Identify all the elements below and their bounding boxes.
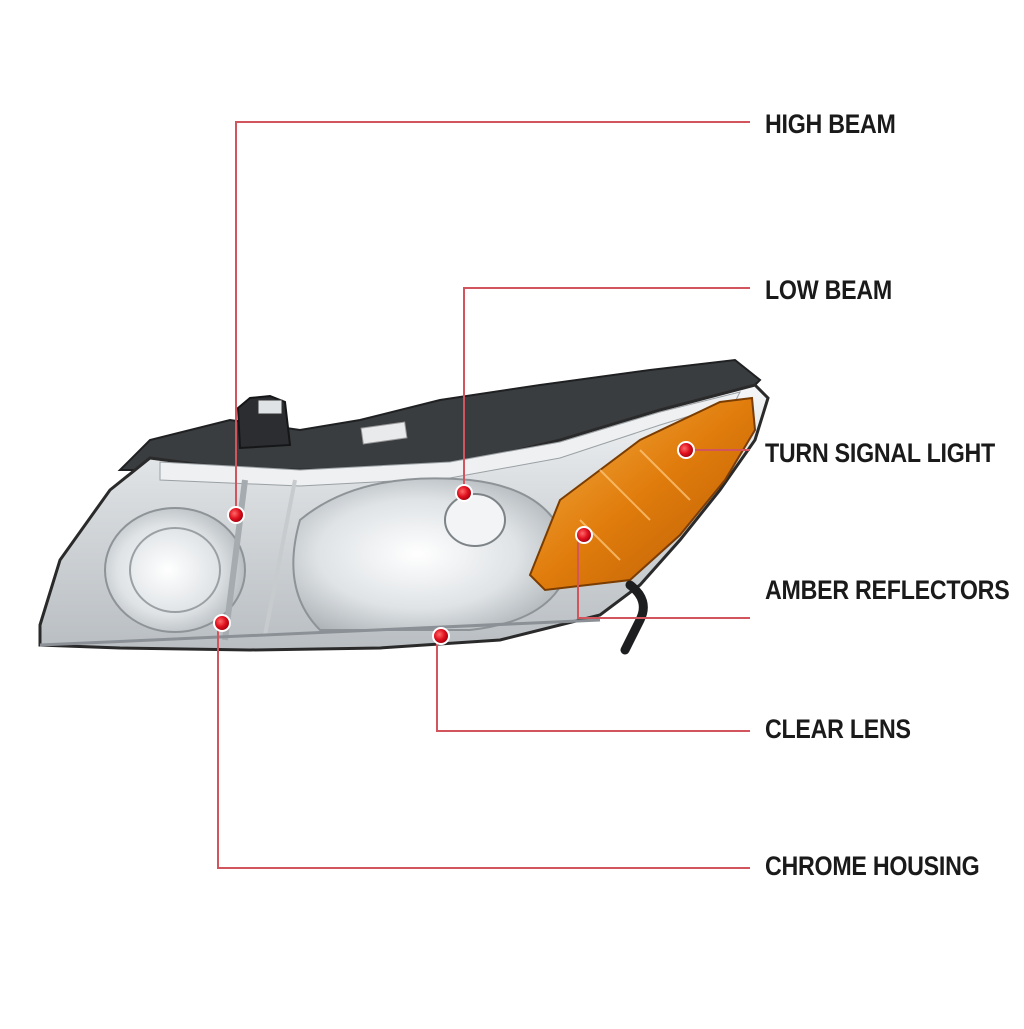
leader-line-clear-lens (436, 636, 750, 732)
high-beam-ring (129, 527, 221, 613)
marker-dot-high-beam (227, 506, 245, 524)
label-high-beam: HIGH BEAM (765, 109, 896, 139)
leader-lines (217, 121, 750, 869)
label-turn-signal-light: TURN SIGNAL LIGHT (765, 438, 995, 468)
low-beam-bulb (444, 493, 506, 547)
leader-line-chrome-housing (217, 623, 750, 869)
bottom-trim (39, 618, 601, 647)
chrome-divider (263, 479, 297, 636)
housing-sticker (360, 421, 408, 445)
leader-line-low-beam (463, 287, 750, 493)
marker-dot-low-beam (455, 484, 473, 502)
leader-line-high-beam (235, 121, 750, 515)
connector-tab (257, 399, 283, 415)
low-beam-reflector (292, 477, 572, 631)
headlight-image (38, 358, 770, 655)
marker-dot-chrome-housing (213, 614, 231, 632)
marker-dot-turn-signal (677, 441, 695, 459)
label-chrome-housing: CHROME HOUSING (765, 851, 980, 881)
chrome-divider (222, 479, 248, 641)
markers (213, 441, 695, 645)
marker-dot-clear-lens (432, 627, 450, 645)
label-clear-lens: CLEAR LENS (765, 714, 911, 744)
marker-dot-amber-reflectors (575, 526, 593, 544)
wire-harness (620, 580, 648, 655)
high-beam-bowl (104, 507, 246, 633)
label-low-beam: LOW BEAM (765, 275, 892, 305)
label-amber-reflectors: AMBER REFLECTORS (765, 575, 1010, 605)
